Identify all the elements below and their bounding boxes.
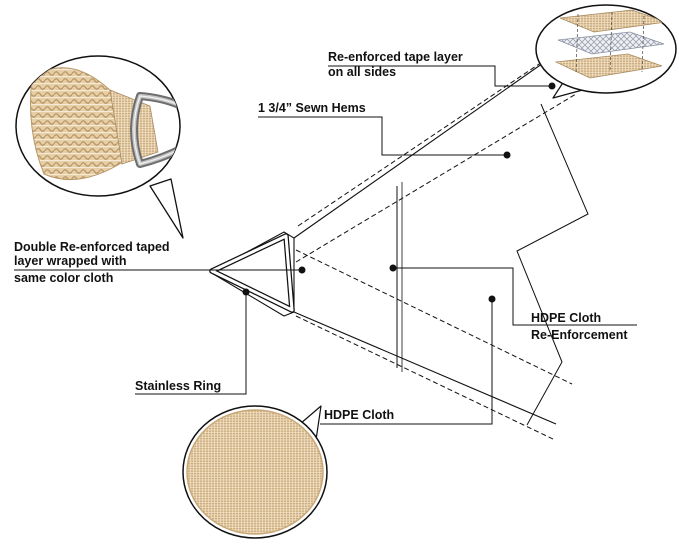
label-hdpe-reinf-2: Re-Enforcement bbox=[531, 328, 628, 342]
label-tape-layer-1: Re-enforced tape layer bbox=[328, 50, 463, 64]
label-double-1: Double Re-enforced taped bbox=[14, 240, 170, 254]
label-hdpe-cloth: HDPE Cloth bbox=[324, 408, 394, 422]
label-double-3: same color cloth bbox=[14, 271, 113, 285]
hem-dashed-upper-1 bbox=[298, 60, 545, 226]
dot-sewn-hems bbox=[504, 152, 511, 159]
label-hdpe-reinf-1: HDPE Cloth bbox=[531, 311, 601, 325]
label-stainless-ring: Stainless Ring bbox=[135, 379, 221, 393]
layered-fabric-icon bbox=[536, 5, 676, 98]
dot-tape-layer bbox=[549, 83, 556, 90]
leader-sewn-hems bbox=[258, 117, 507, 155]
dot-double bbox=[299, 267, 306, 274]
dot-hdpe-cloth bbox=[489, 296, 496, 303]
dot-stainless bbox=[243, 289, 250, 296]
dot-hdpe-reinf bbox=[390, 265, 397, 272]
fabric-corner-with-ring-icon bbox=[16, 56, 210, 238]
hem-dashed-upper-2 bbox=[296, 94, 576, 262]
fabric-weave-swatch-icon bbox=[183, 406, 327, 538]
sail-edge-upper bbox=[294, 54, 556, 238]
label-double-2: layer wrapped with bbox=[14, 254, 127, 268]
label-sewn-hems: 1 3/4” Sewn Hems bbox=[258, 101, 366, 115]
label-tape-layer-2: on all sides bbox=[328, 65, 396, 79]
leader-hdpe-cloth bbox=[320, 299, 492, 424]
sail-break-line bbox=[517, 104, 588, 425]
